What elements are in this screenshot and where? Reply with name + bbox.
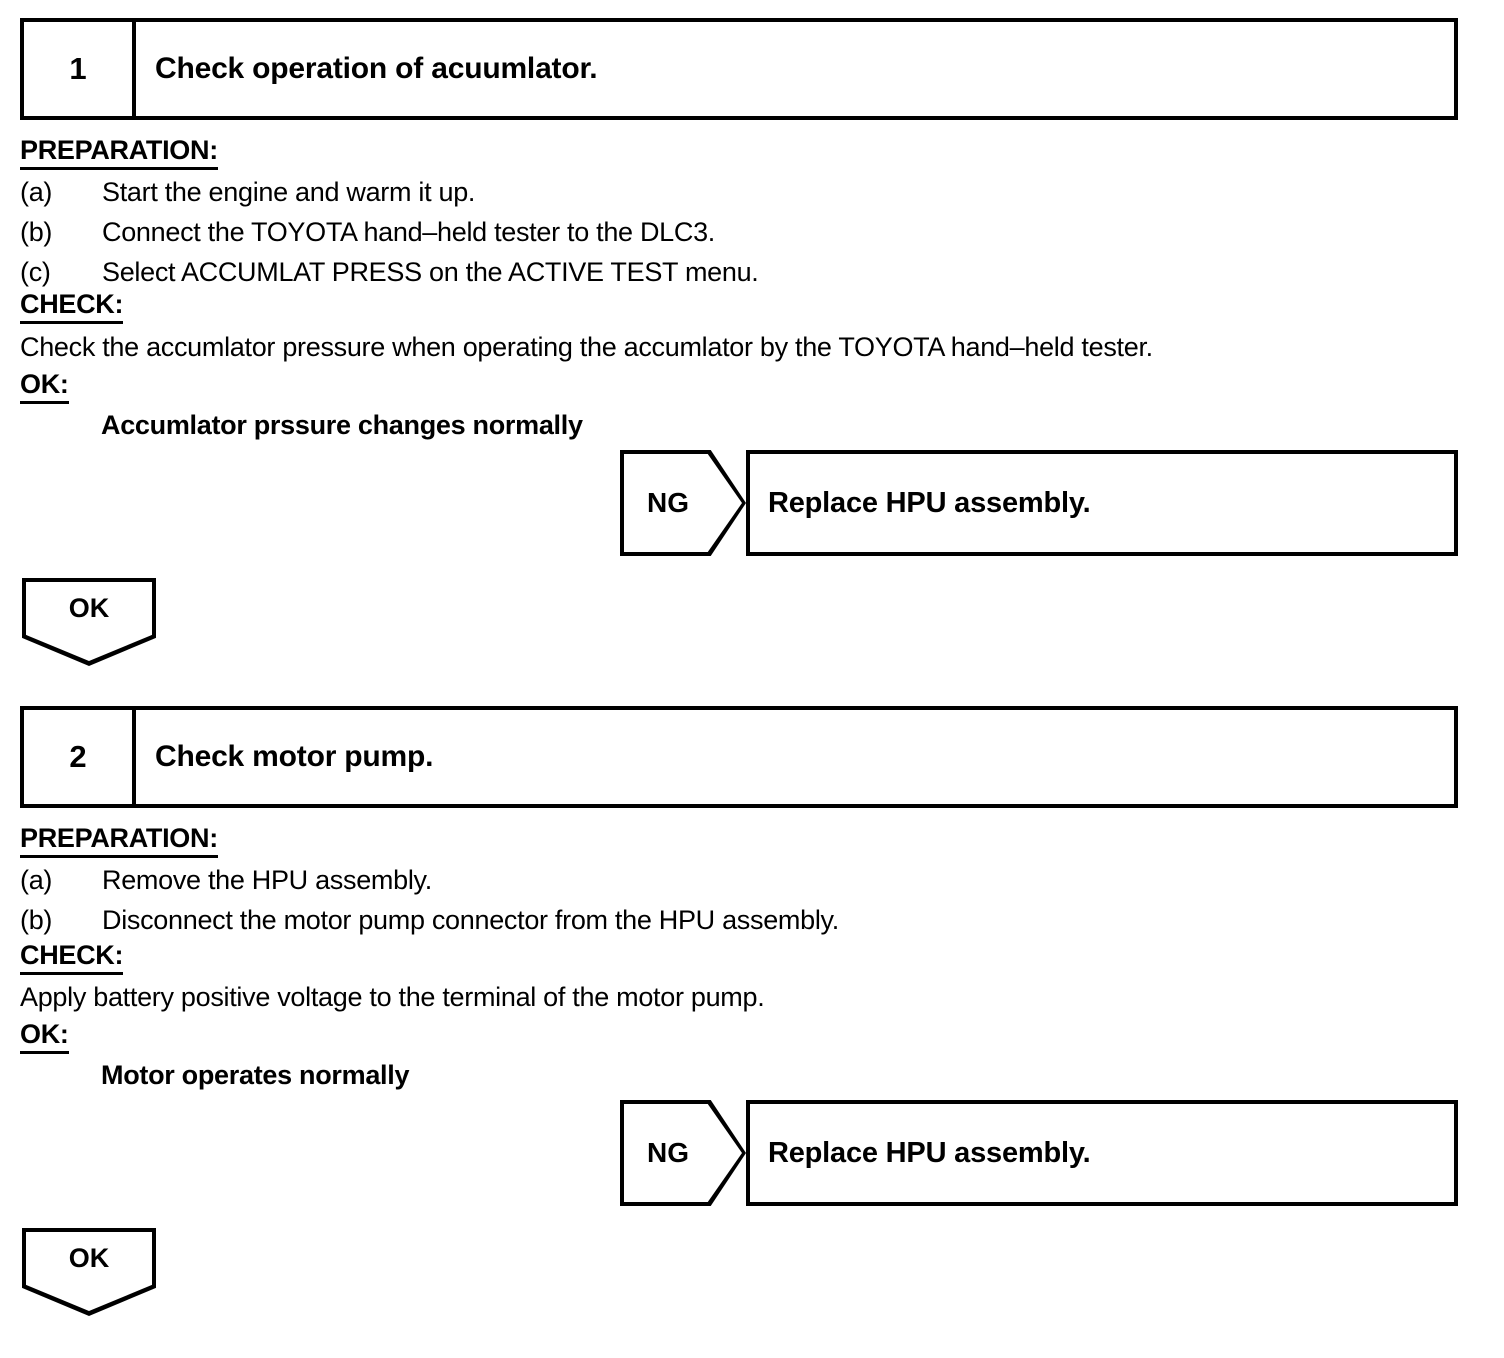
step-1-header-box: 1 Check operation of acuumlator. — [20, 18, 1458, 120]
step-2-check-heading: CHECK: — [20, 940, 124, 975]
step-1-number: 1 — [24, 22, 136, 116]
step-2-ok-criteria: Motor operates normally — [101, 1060, 410, 1090]
step-1-check-heading: CHECK: — [20, 289, 124, 324]
step-1-ok-heading-wrap: OK: — [20, 369, 69, 404]
step-2-ok-criteria-wrap: Motor operates normally — [20, 1056, 409, 1094]
step-1-ok-arrow: OK — [22, 578, 156, 666]
step-2-check-text: Apply battery positive voltage to the te… — [20, 982, 765, 1012]
step-2-prep-b-text: Disconnect the motor pump connector from… — [102, 905, 839, 935]
step-1-prep-b-text: Connect the TOYOTA hand–held tester to t… — [102, 217, 715, 247]
step-1-preparation-heading-wrap: PREPARATION: — [20, 135, 218, 170]
step-2-preparation-heading: PREPARATION: — [20, 823, 218, 858]
list-item: (a) Start the engine and warm it up. — [20, 172, 758, 212]
step-2-ng-arrow: NG — [620, 1100, 746, 1206]
step-2-ng-label: NG — [647, 1137, 689, 1168]
step-1-ng-label: NG — [647, 487, 689, 518]
step-2-number: 2 — [24, 710, 136, 804]
step-1-check-text: Check the accumlator pressure when opera… — [20, 332, 1153, 362]
step-1-ok-label: OK — [68, 592, 110, 623]
step-1-prep-b-label: (b) — [20, 217, 53, 247]
step-1-ok-criteria: Accumlator prssure changes normally — [101, 410, 583, 440]
step-1-check-heading-wrap: CHECK: — [20, 289, 124, 324]
step-1-prep-c-text: Select ACCUMLAT PRESS on the ACTIVE TEST… — [102, 257, 759, 287]
step-2-prep-b-label: (b) — [20, 905, 53, 935]
step-2-header-box: 2 Check motor pump. — [20, 706, 1458, 808]
step-2-ok-heading-wrap: OK: — [20, 1019, 69, 1054]
step-2-check-heading-wrap: CHECK: — [20, 940, 124, 975]
step-1-preparation-heading: PREPARATION: — [20, 135, 218, 170]
step-1-ng-arrow: NG — [620, 450, 746, 556]
step-2-title: Check motor pump. — [155, 740, 434, 773]
step-1-prep-a-text: Start the engine and warm it up. — [102, 177, 476, 207]
step-1-prep-c-label: (c) — [20, 257, 51, 287]
step-2-prep-a-label: (a) — [20, 865, 53, 895]
list-item: (b) Connect the TOYOTA hand–held tester … — [20, 212, 758, 252]
step-1-ng-result-box: Replace HPU assembly. — [746, 450, 1458, 556]
step-1-ok-criteria-wrap: Accumlator prssure changes normally — [20, 406, 583, 444]
step-2-preparation-list: (a) Remove the HPU assembly. (b) Disconn… — [20, 860, 839, 940]
step-1-ng-branch: NG Replace HPU assembly. — [620, 450, 1458, 556]
step-2-preparation-heading-wrap: PREPARATION: — [20, 823, 218, 858]
step-2-ok-arrow: OK — [22, 1228, 156, 1316]
list-item: (c) Select ACCUMLAT PRESS on the ACTIVE … — [20, 252, 759, 292]
step-1-prep-a-label: (a) — [20, 177, 53, 207]
step-2-ok-heading: OK: — [20, 1019, 69, 1054]
step-2-ng-branch: NG Replace HPU assembly. — [620, 1100, 1458, 1206]
step-2-ok-label: OK — [68, 1242, 110, 1273]
step-1-preparation-list: (a) Start the engine and warm it up. (b)… — [20, 172, 759, 292]
list-item: (b) Disconnect the motor pump connector … — [20, 900, 839, 940]
step-2-ng-result-box: Replace HPU assembly. — [746, 1100, 1458, 1206]
step-1-ok-heading: OK: — [20, 369, 69, 404]
step-1-title: Check operation of acuumlator. — [155, 52, 598, 85]
step-2-prep-a-text: Remove the HPU assembly. — [102, 865, 432, 895]
list-item: (a) Remove the HPU assembly. — [20, 860, 839, 900]
